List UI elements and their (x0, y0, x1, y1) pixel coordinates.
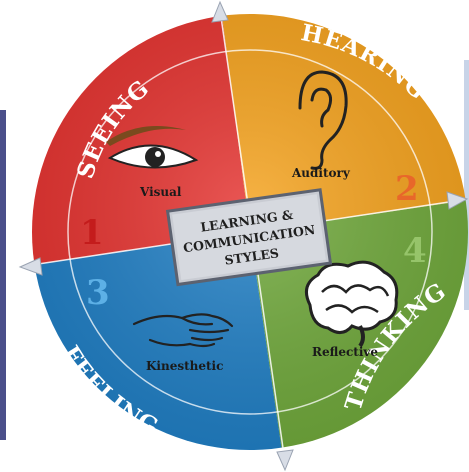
style-label-visual: Visual (139, 185, 182, 199)
ear-icon (298, 70, 348, 170)
number-4: 4 (403, 231, 427, 271)
right-edge-bar (464, 60, 469, 310)
hand-icon (132, 313, 234, 348)
inner-ring (67, 49, 433, 415)
brain-icon (304, 260, 399, 348)
eye-icon (106, 126, 199, 169)
arrow-right (446, 191, 469, 210)
number-1: 1 (80, 213, 104, 253)
arrow-bottom (276, 449, 294, 472)
style-label-kinesthetic: Kinesthetic (146, 359, 223, 373)
arrow-top (211, 0, 229, 23)
number-3: 3 (86, 273, 110, 313)
left-edge-bar (0, 110, 6, 440)
style-label-reflective: Reflective (312, 345, 378, 359)
number-2: 2 (395, 169, 419, 209)
center-box: LEARNING & COMMUNICATION STYLES (165, 188, 333, 287)
arrow-left (18, 257, 43, 276)
style-label-auditory: Auditory (291, 166, 351, 180)
